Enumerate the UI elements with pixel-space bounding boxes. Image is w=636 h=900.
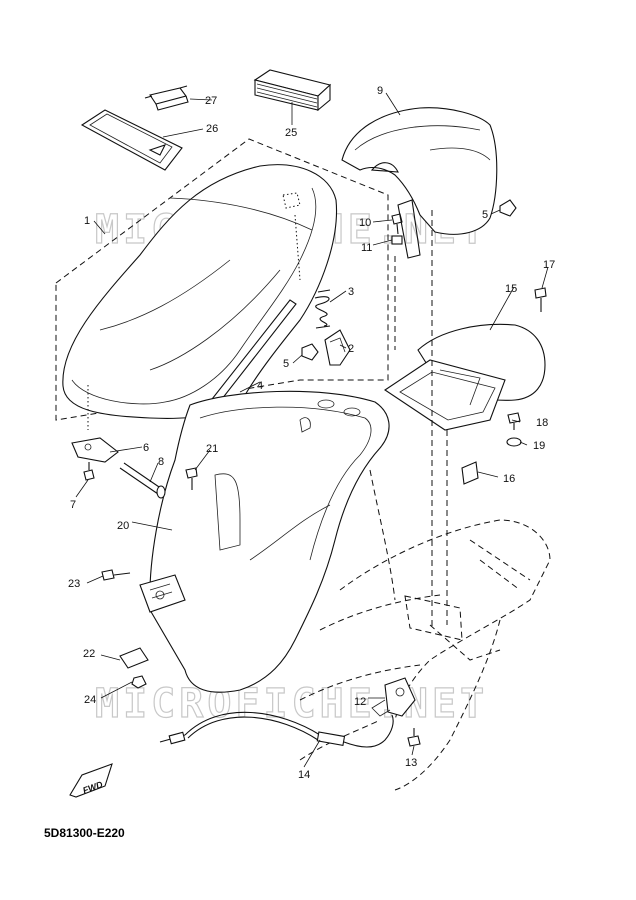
part-label-16: 16 [503, 473, 515, 485]
part-label-24: 24 [84, 694, 96, 706]
lock-12 [371, 677, 416, 717]
part-label-13: 13 [405, 757, 417, 769]
part-label-1: 1 [84, 215, 90, 227]
part-label-12: 12 [354, 696, 366, 708]
bolt-7 [83, 462, 95, 481]
bolt-23 [101, 569, 131, 581]
part-label-15: 15 [505, 283, 517, 295]
nut-24 [131, 675, 147, 689]
part-label-11: 11 [361, 242, 372, 254]
seat-part [62, 164, 338, 419]
part-label-22: 22 [83, 648, 95, 660]
part-label-26: 26 [206, 123, 218, 135]
pin-8 [119, 462, 166, 499]
seat-group-outline [55, 138, 389, 421]
tray-part [384, 323, 546, 431]
plate-22 [119, 647, 149, 669]
bolt-21 [185, 467, 198, 490]
bumper-part-right [499, 199, 517, 217]
latch-part [324, 329, 351, 366]
part-label-18: 18 [536, 417, 548, 429]
part-label-4: 4 [257, 380, 263, 392]
part-label-3: 3 [348, 286, 354, 298]
clip-part [144, 85, 189, 111]
part-label-25: 25 [285, 127, 297, 139]
bolt-18 [507, 412, 521, 430]
part-label-8: 8 [158, 456, 164, 468]
luggage-box-part [149, 390, 390, 693]
part-label-21: 21 [206, 443, 218, 455]
spring-part [314, 289, 331, 329]
part-label-9: 9 [377, 85, 383, 97]
part-label-5a: 5 [482, 209, 488, 221]
frame-outline [299, 469, 551, 791]
part-label-20: 20 [117, 520, 129, 532]
lock-bracket [139, 574, 186, 613]
manual-part [253, 69, 332, 112]
bumper-part-left [301, 343, 319, 361]
pad-part [80, 109, 183, 171]
leader-lines [75, 92, 549, 768]
part-label-7: 7 [70, 499, 76, 511]
part-label-5b: 5 [283, 358, 289, 370]
fwd-arrow-icon: FWD [69, 763, 113, 798]
part-label-19: 19 [533, 440, 545, 452]
part-label-27: 27 [205, 95, 217, 107]
part-label-17: 17 [543, 259, 555, 271]
grommet-16 [461, 461, 479, 485]
washer-19 [506, 437, 522, 447]
screw-13 [407, 728, 421, 747]
part-label-14: 14 [298, 769, 310, 781]
part-labels: 1 2 3 4 5 5 6 7 8 9 10 11 12 13 14 15 16… [68, 85, 555, 781]
part-label-10: 10 [359, 217, 371, 229]
locator-lines [87, 210, 448, 630]
hinge-6 [71, 437, 119, 463]
part-label-23: 23 [68, 578, 80, 590]
part-label-6: 6 [143, 442, 149, 454]
cable-14 [159, 711, 394, 748]
part-label-2: 2 [348, 343, 354, 355]
bolt-17 [534, 287, 547, 312]
watermark-bottom: MICROFICHE.NET [95, 681, 488, 727]
diagram-code: 5D81300-E220 [44, 826, 125, 840]
